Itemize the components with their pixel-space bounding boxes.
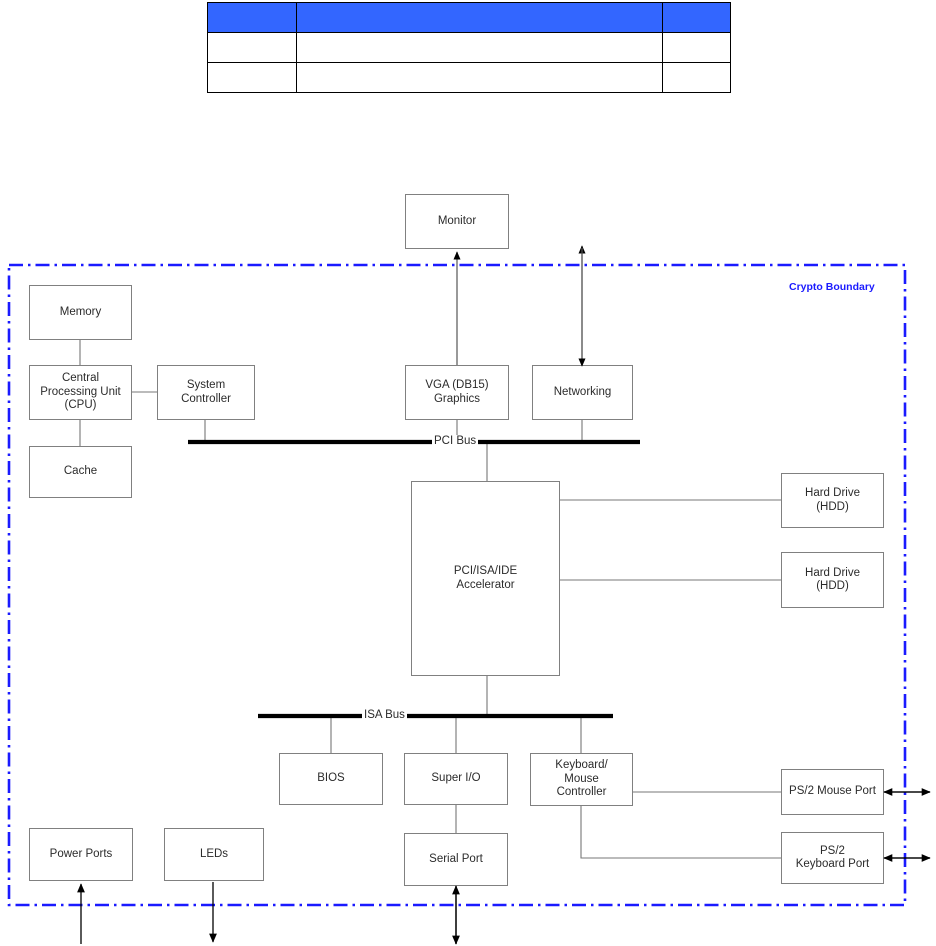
node-hard-drive-2[interactable]: Hard Drive (HDD) <box>781 552 884 608</box>
node-networking[interactable]: Networking <box>532 365 633 420</box>
crypto-boundary-label: Crypto Boundary <box>789 281 875 293</box>
node-leds[interactable]: LEDs <box>164 828 264 881</box>
spec-table <box>207 2 731 93</box>
bus-label-pci: PCI Bus <box>432 435 479 447</box>
node-bios[interactable]: BIOS <box>279 753 383 805</box>
node-memory[interactable]: Memory <box>29 285 132 340</box>
node-ps2-keyboard-port[interactable]: PS/2 Keyboard Port <box>781 832 884 884</box>
node-system-controller[interactable]: System Controller <box>157 365 255 420</box>
table-cell <box>207 62 297 93</box>
table-header-cell-3 <box>662 2 731 33</box>
node-pci-isa-ide-accelerator[interactable]: PCI/ISA/IDE Accelerator <box>411 481 560 676</box>
node-super-io[interactable]: Super I/O <box>404 753 508 805</box>
bus-label-isa: ISA Bus <box>362 709 407 721</box>
table-cell <box>662 32 731 63</box>
node-cpu[interactable]: Central Processing Unit (CPU) <box>29 365 132 420</box>
table-row <box>207 62 731 93</box>
node-keyboard-mouse-controller[interactable]: Keyboard/ Mouse Controller <box>530 753 633 806</box>
node-serial-port[interactable]: Serial Port <box>404 833 508 886</box>
node-power-ports[interactable]: Power Ports <box>29 828 133 881</box>
table-header-cell-1 <box>207 2 297 33</box>
table-cell <box>296 32 663 63</box>
table-cell <box>662 62 731 93</box>
node-ps2-mouse-port[interactable]: PS/2 Mouse Port <box>781 769 884 815</box>
node-vga-graphics[interactable]: VGA (DB15) Graphics <box>405 365 509 420</box>
node-monitor[interactable]: Monitor <box>405 194 509 249</box>
node-hard-drive-1[interactable]: Hard Drive (HDD) <box>781 473 884 528</box>
node-cache[interactable]: Cache <box>29 446 132 498</box>
table-cell <box>296 62 663 93</box>
